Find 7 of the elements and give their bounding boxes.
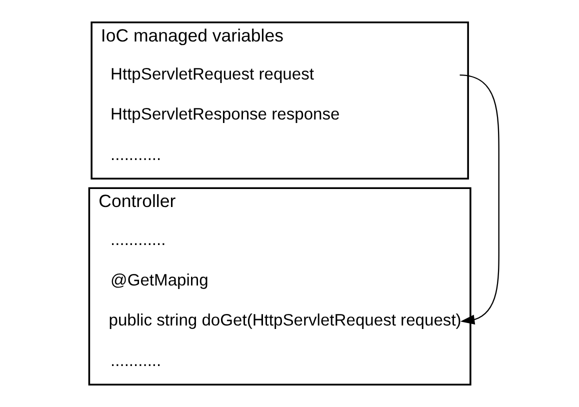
node-text: public string doGet(HttpServletRequest request): [108, 310, 462, 330]
node-text: @GetMaping: [110, 270, 208, 290]
node-text: HttpServletResponse response: [110, 104, 340, 124]
node-text: ...........: [110, 144, 162, 164]
node-text: ............: [110, 230, 166, 250]
node-text: HttpServletRequest request: [110, 64, 314, 84]
node-text: ...........: [110, 350, 162, 370]
